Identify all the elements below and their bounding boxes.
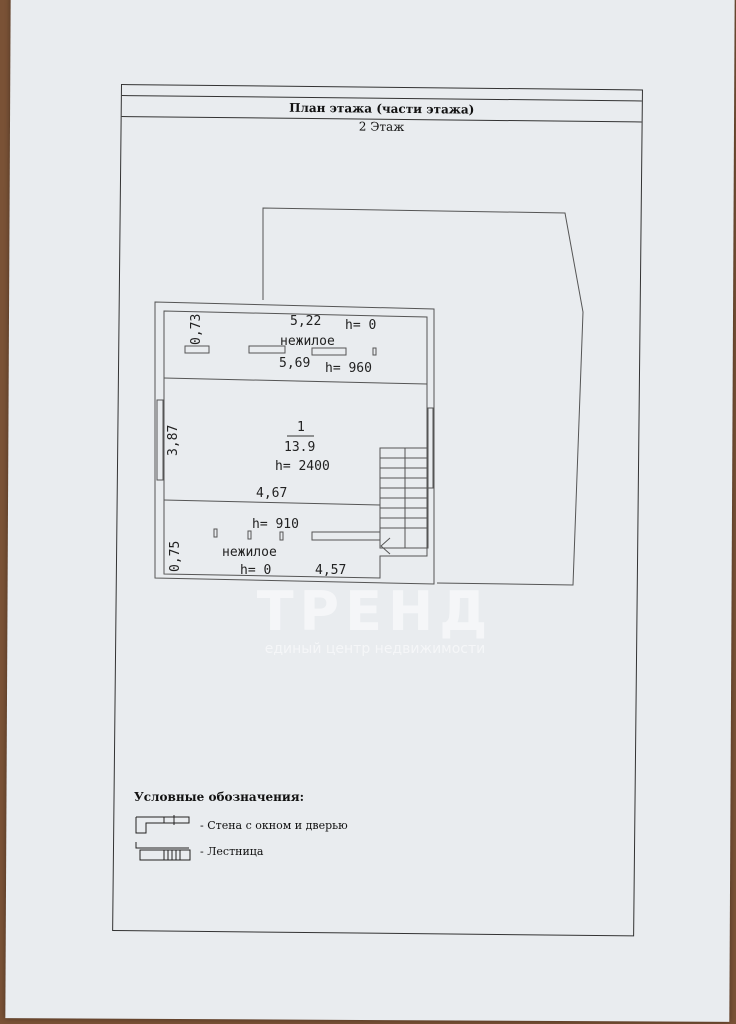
bottom-height2: h= 0 xyxy=(240,563,271,578)
top-type: нежилое xyxy=(280,334,335,349)
watermark: ТРЕНД единый центр недвижимости xyxy=(230,584,520,658)
outer-wall xyxy=(154,301,435,585)
top-width: 5,22 xyxy=(290,314,321,329)
staircase-icon xyxy=(135,842,191,861)
top-depth: 0,73 xyxy=(189,314,204,345)
top-height2: h= 960 xyxy=(325,361,372,376)
legend-item: - Стена с окном и дверью xyxy=(134,812,348,838)
wall-window-door-icon xyxy=(135,815,190,834)
top-height: h= 0 xyxy=(345,318,376,333)
room-area: 13.9 xyxy=(284,440,315,455)
bottom-depth: 0,75 xyxy=(168,541,183,572)
bottom-width: 4,57 xyxy=(315,563,346,578)
legend: Условные обозначения: - Стена с окном и … xyxy=(134,790,348,864)
room-height: h= 2400 xyxy=(275,459,330,474)
watermark-brand: ТРЕНД xyxy=(256,580,494,643)
bottom-type: нежилое xyxy=(222,545,277,560)
room-width: 4,67 xyxy=(256,486,287,501)
bottom-height: h= 910 xyxy=(252,517,299,532)
legend-title: Условные обозначения: xyxy=(134,790,305,804)
top-width2: 5,69 xyxy=(279,356,310,371)
room-side: 3,87 xyxy=(166,425,181,456)
legend-item: - Лестница xyxy=(134,838,348,864)
watermark-tagline: единый центр недвижимости xyxy=(264,641,486,657)
legend-label: - Стена с окном и дверью xyxy=(200,818,348,832)
legend-label: - Лестница xyxy=(200,844,264,858)
neighbor-outline xyxy=(262,207,584,586)
room-number: 1 xyxy=(297,420,305,435)
inner-wall xyxy=(163,310,428,579)
